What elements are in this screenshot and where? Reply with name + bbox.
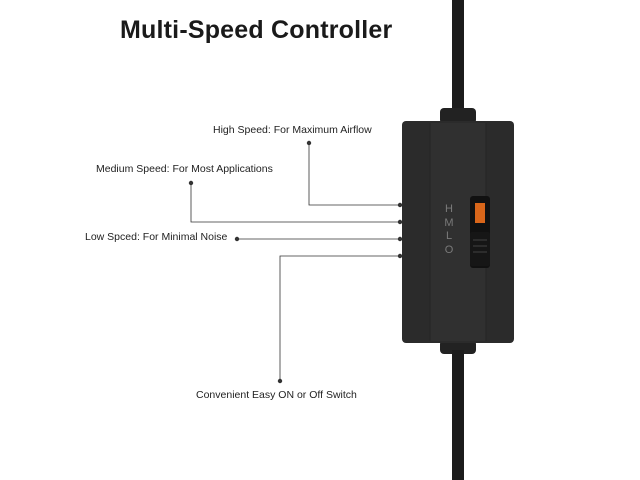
mark-low: L [445,230,453,242]
callout-on-off-switch: Convenient Easy ON or Off Switch [196,389,357,401]
leader-dot-medium-start [188,180,194,186]
leader-high [308,143,400,206]
cord-top [452,0,464,110]
leader-dot-medium-end [397,219,403,225]
switch-position-marks: H M L O [442,203,456,257]
leader-medium [190,183,400,223]
cord-bottom-strain-relief [440,340,476,354]
callout-low-speed: Low Spced: For Minimal Noise [85,231,228,243]
mark-high: H [445,203,453,215]
leader-dot-high-end [397,202,403,208]
callout-high-speed: High Speed: For Maximum Airflow [213,124,372,136]
leader-dot-switch-end [397,253,403,259]
switch-indicator [475,203,485,223]
callout-medium-speed: Medium Speed: For Most Applications [96,163,273,175]
leader-dot-low-start [234,236,240,242]
switch-knob[interactable] [470,232,490,266]
mark-off: O [444,243,454,256]
leader-switch [279,255,400,381]
leader-dot-low-end [397,236,403,242]
mark-medium: M [444,216,454,229]
leader-dot-high-start [306,140,312,146]
cord-top-strain-relief [440,108,476,124]
page-title: Multi-Speed Controller [120,16,393,44]
leader-dot-switch-start [277,378,283,384]
cord-bottom [452,350,464,480]
